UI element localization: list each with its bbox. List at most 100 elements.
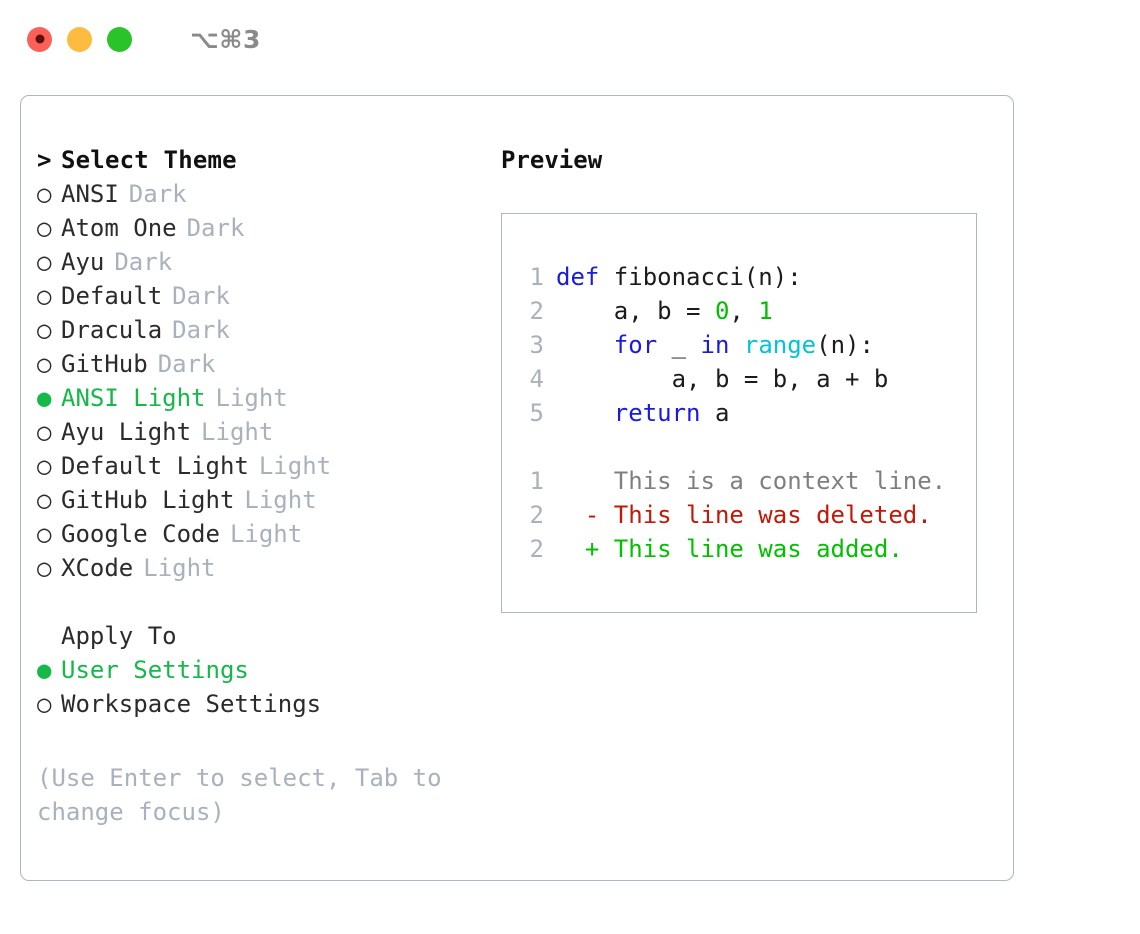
theme-name: GitHub [61,350,148,378]
radio-unselected-icon[interactable]: ○ [37,452,52,480]
code-token [556,331,614,359]
apply-to-option[interactable]: ○Workspace Settings [37,687,497,721]
line-number: 2 [529,535,544,563]
code-line-content: for _ in range(n): [556,328,874,362]
theme-kind-badge: Dark [172,316,230,344]
diff-text: This line was added. [613,535,903,563]
theme-name: Dracula [61,316,163,344]
theme-kind-badge: Dark [172,282,230,310]
code-token: for [613,331,658,359]
close-button[interactable] [27,26,52,52]
theme-name: GitHub Light [61,486,235,514]
radio-unselected-icon[interactable]: ○ [37,418,52,446]
code-token: return [613,399,701,427]
theme-list-item[interactable]: ○ Google Code Light [37,517,497,551]
theme-kind-badge: Light [258,452,332,480]
diff-line-content: This is a context line. [556,464,946,498]
theme-kind-badge: Light [201,418,274,446]
radio-unselected-icon[interactable]: ○ [37,316,52,344]
code-token: 1 [758,297,773,325]
radio-unselected-icon[interactable]: ○ [37,248,52,276]
theme-list-item[interactable]: ○ GitHub Light Light [37,483,497,517]
code-token: (n): [816,331,874,359]
code-token: _ [657,331,701,359]
apply-to-option[interactable]: ●User Settings [37,653,497,687]
code-token: range [743,331,817,359]
theme-list-item[interactable]: ○ Dracula Dark [37,313,497,347]
diff-text: This line was deleted. [613,501,932,529]
apply-to-heading-row: ○Apply To [37,619,497,653]
code-line-content: a, b = 0, 1 [556,294,773,328]
code-token: 0 [714,297,730,325]
code-token: a, b = b, a + b [556,365,889,393]
diff-sample: 1 This is a context line.2 - This line w… [502,464,976,566]
radio-unselected-icon[interactable]: ○ [37,486,52,514]
theme-list-item[interactable]: ○ Ayu Dark [37,245,497,279]
theme-name: ANSI [61,180,119,208]
minimize-button[interactable] [67,26,92,52]
theme-kind-badge: Dark [186,214,245,242]
code-line: 2 a, b = 0, 1 [502,294,976,328]
maximize-button[interactable] [107,26,132,52]
apply-to-list: ●User Settings○Workspace Settings [37,653,497,721]
diff-line-content: - This line was deleted. [556,498,932,532]
radio-selected-icon[interactable]: ● [37,656,52,684]
theme-kind-badge: Light [229,520,303,548]
theme-name: Google Code [61,520,220,548]
line-number: 2 [529,501,544,529]
code-token: a [700,399,730,427]
apply-to-heading: Apply To [61,622,177,650]
code-token: def [556,263,600,291]
section-spacer [37,585,497,619]
code-line-content: return a [556,396,730,430]
preview-heading: Preview [501,146,603,174]
radio-unselected-icon[interactable]: ○ [37,520,52,548]
line-number: 1 [529,467,544,495]
window-title-shortcut: ⌥⌘3 [190,24,261,54]
radio-unselected-icon[interactable]: ○ [37,690,52,718]
theme-name: XCode [61,554,134,582]
code-line: 3 for _ in range(n): [502,328,976,362]
keyboard-hint: (Use Enter to select, Tab to change focu… [37,764,442,826]
code-token: in [700,331,730,359]
theme-list-item[interactable]: ○ Atom One Dark [37,211,497,245]
code-diff-spacer [502,430,976,464]
theme-kind-badge: Dark [128,180,187,208]
diff-line: 1 This is a context line. [502,464,976,498]
theme-kind-badge: Dark [114,248,173,276]
diff-line: 2 - This line was deleted. [502,498,976,532]
theme-list-item[interactable]: ○ Default Light Light [37,449,497,483]
theme-list-item[interactable]: ○ ANSI Dark [37,177,497,211]
radio-unselected-icon[interactable]: ○ [37,282,52,310]
theme-name: Default Light [61,452,249,480]
code-token: , [729,297,759,325]
radio-unselected-icon[interactable]: ○ [37,180,52,208]
radio-unselected-icon[interactable]: ○ [37,350,52,378]
diff-text: This is a context line. [613,467,947,495]
line-number: 3 [529,331,544,359]
theme-name: Atom One [61,214,177,242]
code-line: 5 return a [502,396,976,430]
radio-selected-icon[interactable]: ● [37,384,52,412]
diff-marker: - [556,501,614,529]
theme-picker-heading: >Select Theme [37,143,497,177]
theme-kind-badge: Light [244,486,317,514]
page-title: Select Theme [61,146,237,174]
theme-name: Ayu [61,248,105,276]
line-number: 1 [529,263,544,291]
diff-line: 2 + This line was added. [502,532,976,566]
code-token [556,399,614,427]
line-number: 4 [529,365,544,393]
radio-unselected-icon[interactable]: ○ [37,214,52,242]
code-token: a, b = [556,297,715,325]
code-line: 4 a, b = b, a + b [502,362,976,396]
radio-unselected-icon[interactable]: ○ [37,554,52,582]
